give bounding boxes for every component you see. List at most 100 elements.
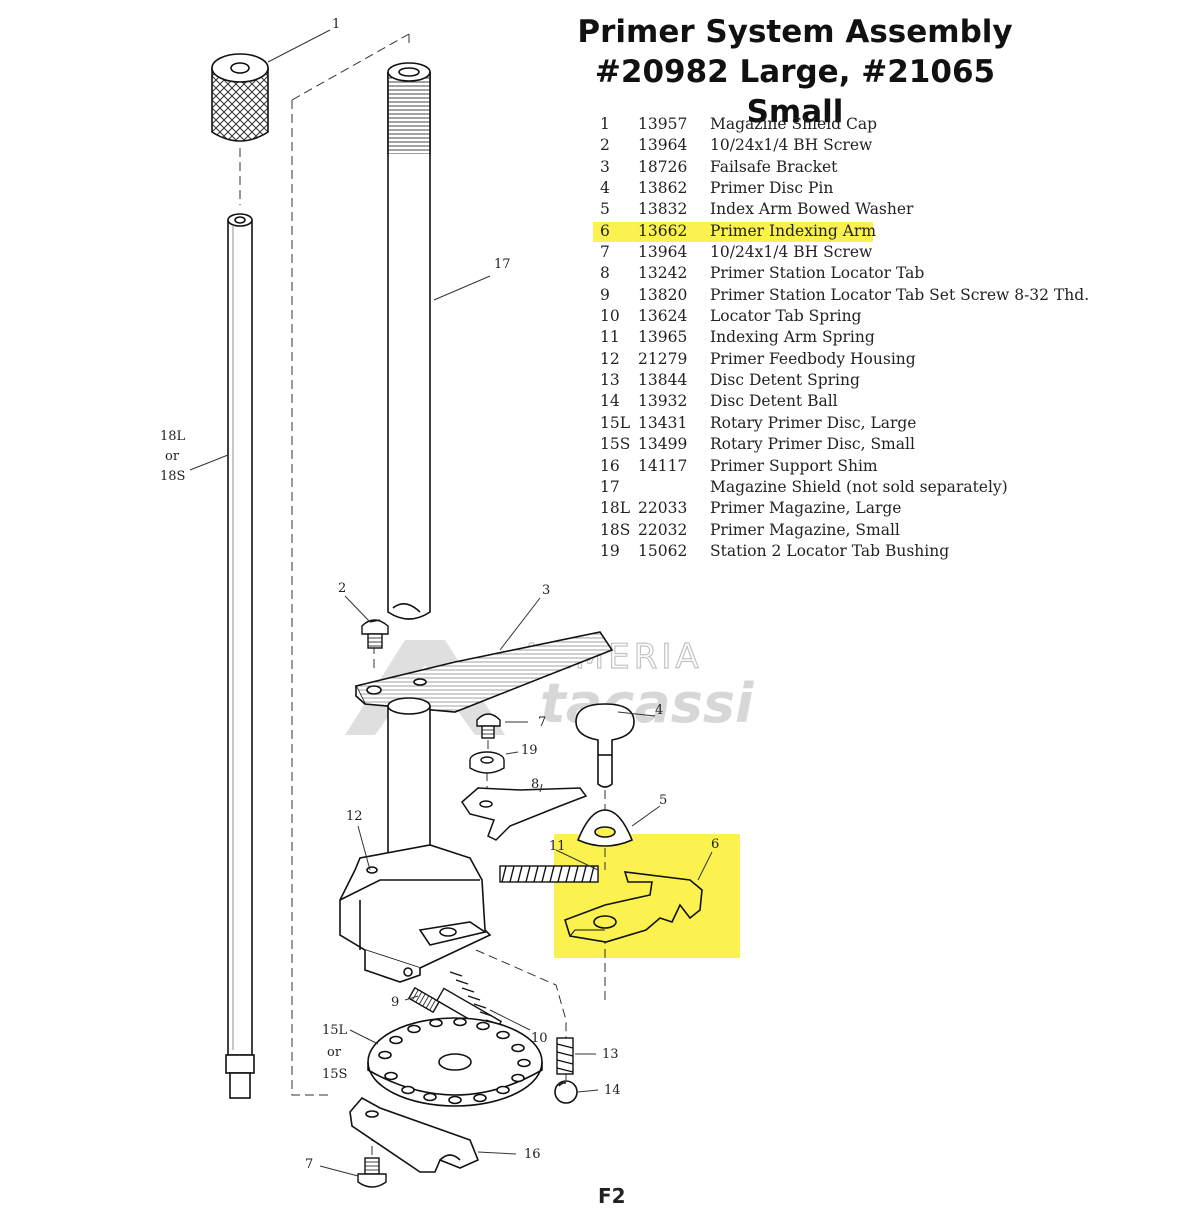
locator-tab-bushing: [469, 751, 505, 774]
part-description: Disc Detent Spring: [710, 371, 860, 390]
callout-13: 13: [602, 1047, 619, 1062]
part-number: 13820: [638, 285, 688, 304]
bh-screw-upper: [476, 713, 501, 739]
part-index: 5: [600, 200, 610, 219]
part-number: 13431: [638, 413, 688, 432]
part-index: 7: [600, 243, 610, 262]
primer-indexing-arm: [564, 871, 703, 943]
callout-8: 8: [531, 777, 539, 792]
part-description: Primer Magazine, Large: [710, 499, 902, 518]
part-row: 2 13964 10/24x1/4 BH Screw: [590, 135, 1060, 156]
part-description: Primer Magazine, Small: [710, 520, 900, 539]
part-description: Failsafe Bracket: [710, 157, 838, 176]
part-number: 13624: [638, 307, 688, 326]
part-index: 15L: [600, 413, 631, 432]
locator-tab-set-screw: [407, 986, 441, 1014]
indexing-arm-spring: [499, 865, 599, 883]
part-index: 9: [600, 285, 610, 304]
part-description: Magazine Shield (not sold separately): [710, 477, 1008, 496]
callout-18-or: or: [165, 449, 180, 464]
page-title: Primer System Assembly #20982 Large, #21…: [560, 12, 1030, 132]
part-description: Locator Tab Spring: [710, 307, 862, 326]
part-row: 7 13964 10/24x1/4 BH Screw: [590, 242, 1060, 263]
part-number: 13862: [638, 179, 688, 198]
part-index: 16: [600, 456, 620, 475]
part-description: Station 2 Locator Tab Bushing: [710, 541, 950, 560]
failsafe-bracket: [354, 631, 614, 713]
title-line-1: Primer System Assembly: [577, 14, 1013, 50]
part-index: 6: [600, 221, 610, 240]
part-index: 19: [600, 541, 620, 560]
part-description: 10/24x1/4 BH Screw: [710, 136, 873, 155]
part-index: 11: [600, 328, 620, 347]
index-arm-bowed-washer: [576, 809, 634, 847]
part-description: Disc Detent Ball: [710, 392, 838, 411]
part-row: 4 13862 Primer Disc Pin: [590, 178, 1060, 199]
part-number: 13932: [638, 392, 688, 411]
part-description: Primer Station Locator Tab: [710, 264, 925, 283]
part-number: 14117: [638, 456, 688, 475]
part-row: 3 18726 Failsafe Bracket: [590, 157, 1060, 178]
part-index: 10: [600, 307, 620, 326]
callout-4: 4: [655, 703, 663, 718]
part-description: Rotary Primer Disc, Small: [710, 435, 915, 454]
part-number: 13964: [638, 243, 688, 262]
part-description: Index Arm Bowed Washer: [710, 200, 914, 219]
part-index: 18S: [600, 520, 631, 539]
part-row: 13 13844 Disc Detent Spring: [590, 370, 1060, 391]
part-number: 13499: [638, 435, 688, 454]
part-index: 4: [600, 179, 610, 198]
callout-18s: 18S: [160, 469, 185, 484]
part-description: Indexing Arm Spring: [710, 328, 875, 347]
part-description: Primer Indexing Arm: [710, 221, 877, 240]
part-row: 10 13624 Locator Tab Spring: [590, 306, 1060, 327]
part-number: 18726: [638, 157, 688, 176]
callout-19: 19: [521, 743, 538, 758]
part-description: Primer Feedbody Housing: [710, 349, 916, 368]
disc-detent-spring: [556, 1037, 574, 1075]
callout-10: 10: [531, 1031, 548, 1046]
part-description: 10/24x1/4 BH Screw: [710, 243, 873, 262]
part-index: 2: [600, 136, 610, 155]
callout-7-lower: 7: [305, 1157, 313, 1172]
primer-support-shim: [349, 1096, 480, 1173]
part-row: 19 15062 Station 2 Locator Tab Bushing: [590, 541, 1060, 562]
title-line-2: #20982 Large, #21065 Small: [594, 54, 996, 130]
watermark-line-2: tacassi: [540, 672, 755, 735]
callout-2: 2: [338, 581, 346, 596]
callout-15l: 15L: [322, 1023, 348, 1038]
part-number: 22033: [638, 499, 688, 518]
primer-disc-pin: [575, 703, 635, 788]
callout-1: 1: [332, 17, 340, 32]
part-description: Primer Disc Pin: [710, 179, 834, 198]
primer-feedbody-housing: [339, 697, 492, 983]
callout-17: 17: [494, 257, 511, 272]
part-number: 22032: [638, 520, 688, 539]
part-number: 21279: [638, 349, 688, 368]
callout-5: 5: [659, 793, 667, 808]
part-number: 13662: [638, 221, 688, 240]
callout-15s: 15S: [322, 1067, 347, 1082]
part-number: 13957: [638, 115, 688, 133]
part-number: 13964: [638, 136, 688, 155]
part-number: 13844: [638, 371, 688, 390]
part-index: 3: [600, 157, 610, 176]
part-index: 13: [600, 371, 620, 390]
page-number: F2: [598, 1184, 626, 1208]
part-description: Primer Station Locator Tab Set Screw 8-3…: [710, 285, 1090, 304]
callout-18l: 18L: [160, 429, 186, 444]
part-index: 1: [600, 115, 610, 133]
part-number: 13242: [638, 264, 688, 283]
part-number: 15062: [638, 541, 688, 560]
callout-7-upper: 7: [538, 715, 546, 730]
